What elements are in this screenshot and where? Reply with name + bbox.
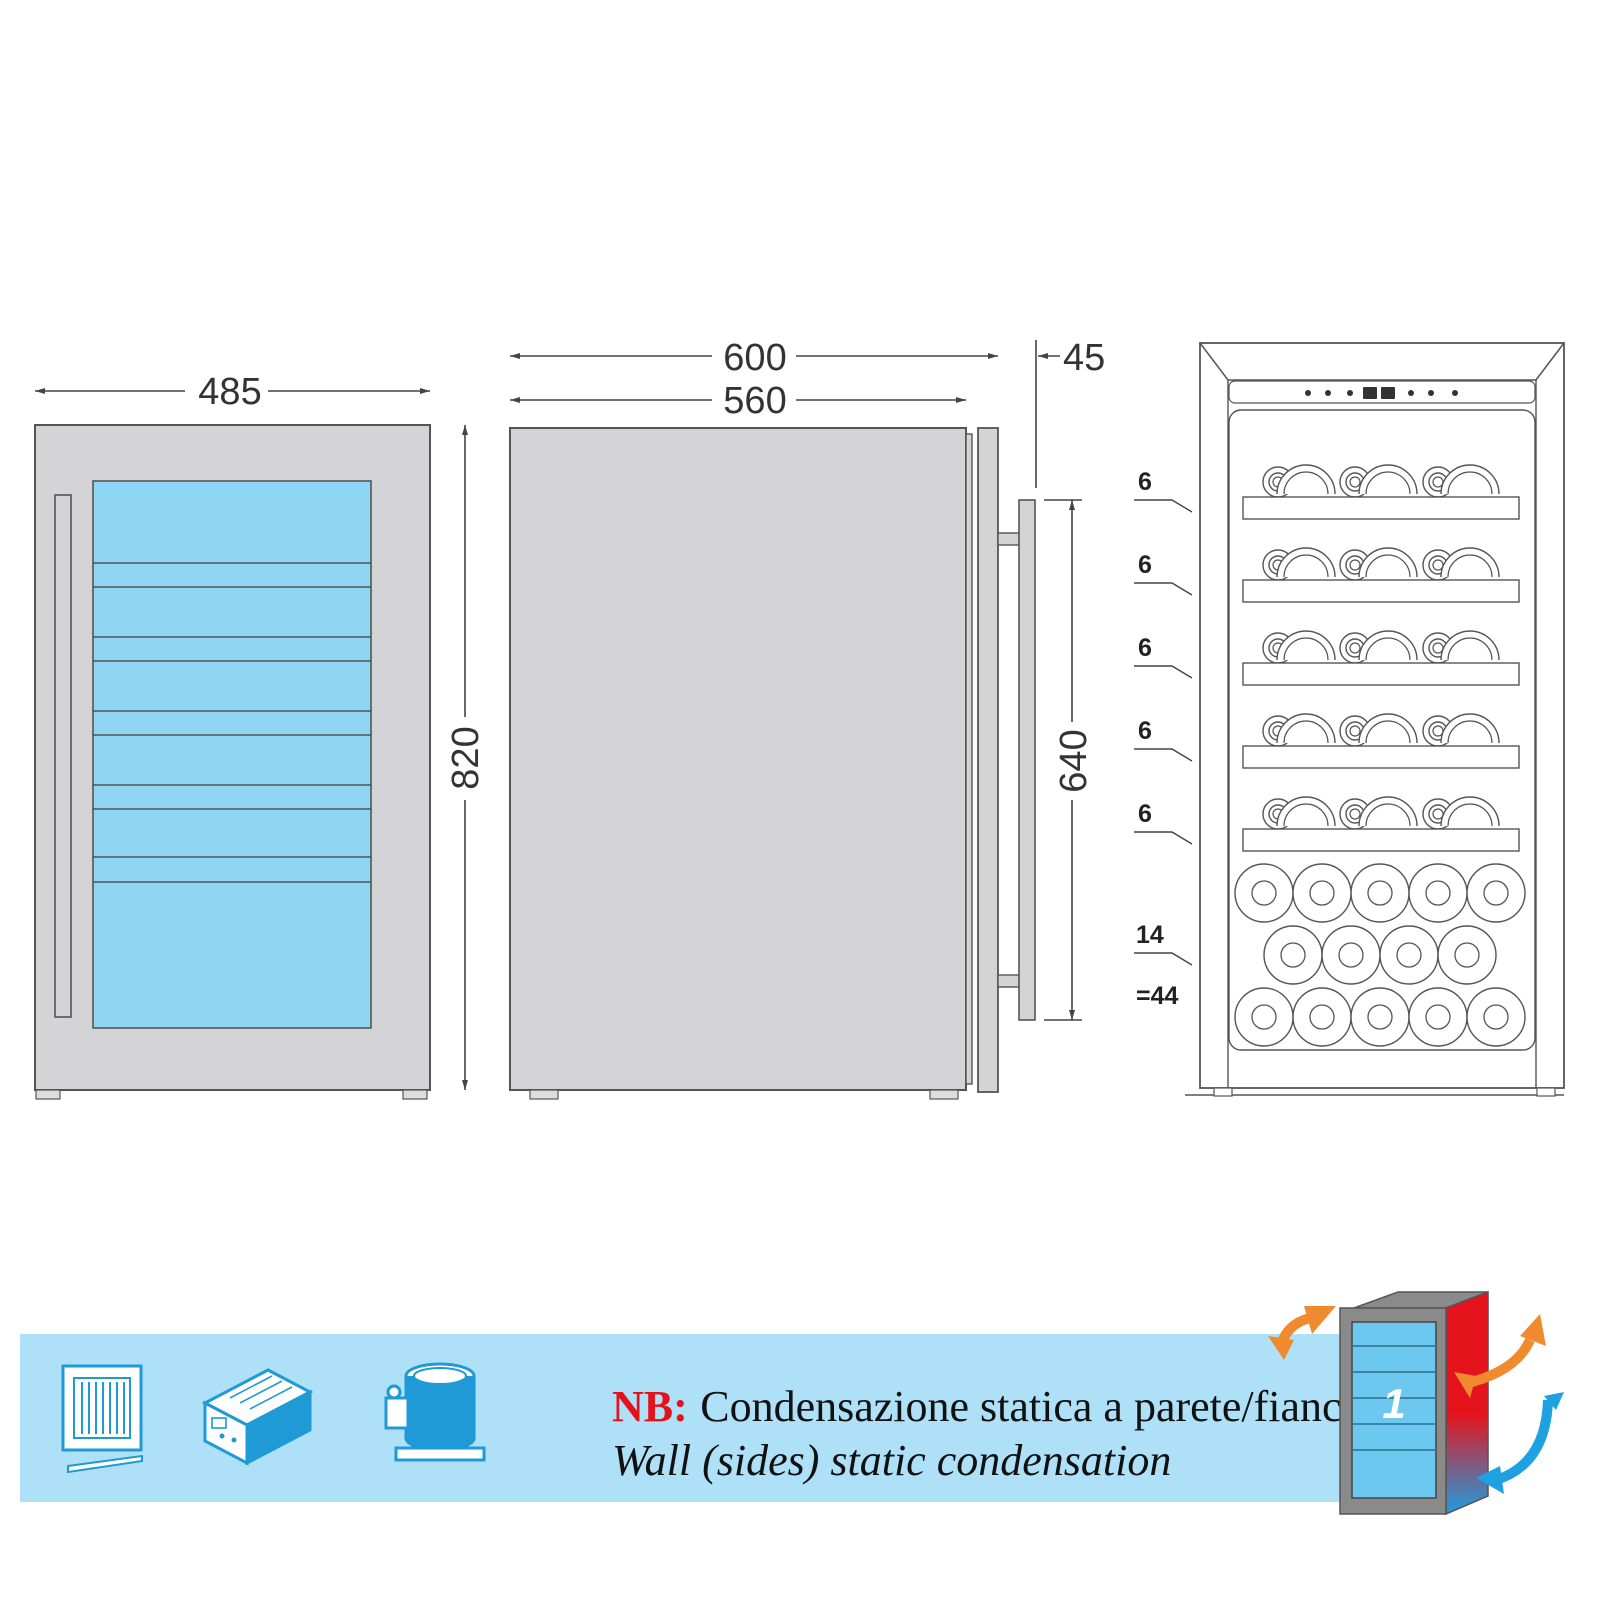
- door-handle: [54, 494, 72, 1018]
- stacked-bottle: [1408, 863, 1468, 923]
- bottle-base: [1358, 713, 1418, 744]
- shelf-count-1: 6: [1138, 468, 1152, 496]
- stacked-bottle: [1321, 925, 1381, 985]
- total-count: =44: [1136, 982, 1179, 1010]
- nb-text-italian: Condensazione statica a parete/fianchi: [700, 1382, 1376, 1431]
- nb-prefix: NB:: [612, 1382, 688, 1431]
- bottle-base: [1276, 713, 1336, 744]
- stacked-bottle: [1466, 987, 1526, 1047]
- front-foot-right: [402, 1089, 428, 1100]
- bottle-base: [1440, 547, 1500, 578]
- side-view: 600 560 45 640: [509, 337, 1105, 1100]
- handle-height-label: 640: [1053, 729, 1095, 792]
- stacked-bottle: [1408, 987, 1468, 1047]
- shelf-count-2: 6: [1138, 551, 1152, 579]
- shelf-rails: [1242, 496, 1520, 852]
- side-foot-front: [929, 1089, 959, 1100]
- bottle-base: [1440, 796, 1500, 827]
- handle-depth-label: 45: [1063, 337, 1105, 379]
- front-width-label: 485: [198, 371, 261, 413]
- stacked-bottle: [1292, 863, 1352, 923]
- bottle-base: [1276, 796, 1336, 827]
- electronic-control-panel-icon: [201, 1368, 314, 1466]
- wine-shelf: [1242, 496, 1520, 520]
- front-view: 485 820: [34, 371, 487, 1100]
- bulk-count: 14: [1136, 921, 1164, 949]
- side-handle: [1018, 499, 1036, 1021]
- depth-body-label: 560: [723, 380, 786, 422]
- shelf-count-labels: 6 6 6 6 6 14 =44: [1136, 468, 1179, 1010]
- bottle-base: [1358, 464, 1418, 495]
- bottle-base: [1276, 464, 1336, 495]
- bottle-base: [1276, 630, 1336, 661]
- control-buttons: [1305, 387, 1458, 399]
- interior-view: 6 6 6 6 6 14 =44: [1134, 342, 1565, 1097]
- bottle-base: [1276, 547, 1336, 578]
- bottle-base: [1440, 630, 1500, 661]
- bottle-base: [1358, 630, 1418, 661]
- shelf-count-3: 6: [1138, 634, 1152, 662]
- cabinet-airflow-icon: 1: [1268, 1290, 1564, 1516]
- stacked-bottle: [1263, 925, 1323, 985]
- bottle-base: [1358, 796, 1418, 827]
- front-foot-left: [35, 1089, 61, 1100]
- shelf-count-5: 6: [1138, 800, 1152, 828]
- stacked-bottle: [1379, 925, 1439, 985]
- side-foot-back: [529, 1089, 559, 1100]
- condenser-grid-icon: [61, 1364, 143, 1474]
- nb-line1: NB: Condensazione statica a parete/fianc…: [612, 1382, 1376, 1431]
- stacked-bottle: [1437, 925, 1497, 985]
- bottle-base: [1440, 464, 1500, 495]
- bulk-bottle-stack: [1234, 863, 1526, 1047]
- stacked-bottle: [1292, 987, 1352, 1047]
- stacked-bottle: [1234, 863, 1294, 923]
- door-gasket: [965, 433, 973, 1085]
- wine-shelf: [1242, 828, 1520, 852]
- depth-total-label: 600: [723, 337, 786, 379]
- compressor-icon: [384, 1362, 486, 1462]
- count-leader-lines: [1134, 499, 1193, 966]
- door-shelf-lines: [93, 562, 371, 883]
- stacked-bottle: [1350, 987, 1410, 1047]
- wine-shelf: [1242, 745, 1520, 769]
- bottle-rows: [1262, 464, 1500, 830]
- glass-door: [92, 480, 372, 1029]
- stacked-bottle: [1466, 863, 1526, 923]
- bottle-base: [1440, 713, 1500, 744]
- bottle-base: [1358, 547, 1418, 578]
- wine-shelf: [1242, 662, 1520, 686]
- stacked-bottle: [1234, 987, 1294, 1047]
- side-cabinet: [509, 427, 967, 1091]
- nb-text-english: Wall (sides) static condensation: [612, 1436, 1171, 1485]
- side-door: [977, 427, 999, 1093]
- shelf-count-4: 6: [1138, 717, 1152, 745]
- wine-shelf: [1242, 579, 1520, 603]
- stacked-bottle: [1350, 863, 1410, 923]
- footer-banner: NB: Condensazione statica a parete/fianc…: [20, 1290, 1564, 1516]
- front-height-label: 820: [445, 726, 487, 789]
- cabinet-badge-number: 1: [1382, 1380, 1405, 1427]
